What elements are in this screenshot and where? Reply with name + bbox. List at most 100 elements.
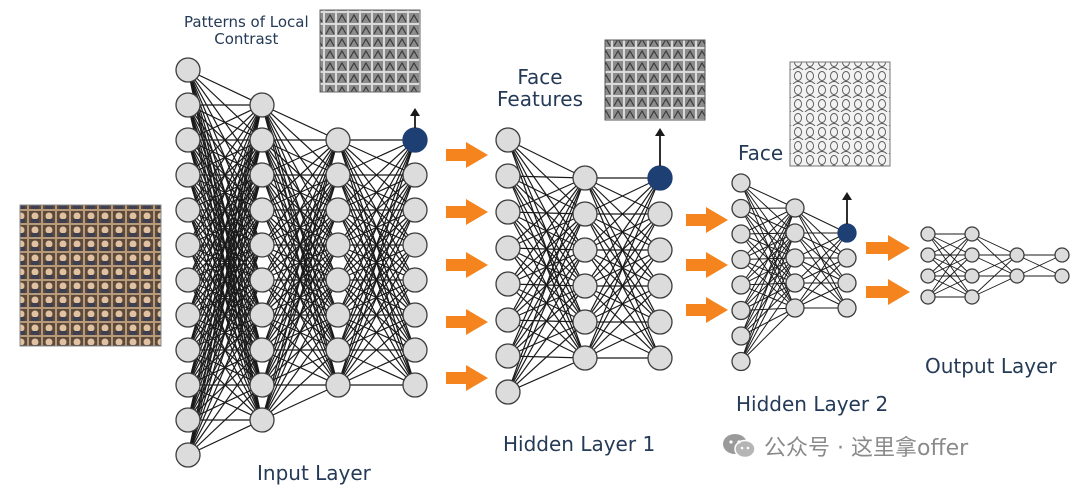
network-nodes — [175, 57, 1070, 468]
hidden2-col1-node — [731, 198, 751, 219]
input-layer-label: Input Layer — [257, 461, 371, 485]
input-layer-col1-node — [175, 407, 201, 433]
input-layer-col3-node — [325, 197, 351, 223]
input-layer-col2-node — [249, 267, 275, 293]
hidden1-col2-node — [572, 345, 598, 371]
hidden1-col3-node — [647, 237, 673, 263]
input-layer-col1-node — [175, 57, 201, 83]
hidden2-col1-node — [731, 275, 751, 295]
input-edge — [261, 139, 339, 211]
input-edge — [187, 104, 263, 281]
hidden2-edge — [794, 232, 848, 284]
arrow-right-icon — [446, 309, 488, 335]
input-layer-col1-node — [175, 92, 201, 118]
input-edge — [261, 139, 339, 176]
hidden2-col3-highlight-node — [837, 223, 857, 243]
hidden1-edge — [507, 285, 586, 393]
output-col1-node — [920, 289, 936, 305]
hidden2-col1-node — [731, 173, 751, 193]
hidden2-col1-node — [731, 351, 751, 372]
input-edge — [187, 419, 263, 456]
input-edge — [187, 104, 263, 421]
input-edge — [261, 349, 339, 421]
input-edge — [337, 139, 416, 246]
hidden2-col2-node — [785, 223, 805, 243]
hidden1-col3-node — [647, 345, 673, 371]
hidden1-col1-node — [495, 343, 521, 369]
input-layer-col3-node — [325, 162, 351, 188]
input-layer-col2-node — [249, 407, 275, 433]
hidden2-edge — [740, 207, 796, 235]
hidden1-col1-node — [495, 127, 521, 153]
hidden1-edge — [507, 139, 586, 179]
output-col3-node — [1009, 268, 1025, 284]
hidden1-edge — [584, 177, 661, 359]
input-layer-col1-node — [175, 232, 201, 258]
output-edge — [927, 233, 973, 298]
hidden1-col3-node — [647, 309, 673, 335]
output-edge — [927, 233, 973, 277]
input-layer-col1-node — [175, 267, 201, 293]
arrow-up-icon — [410, 108, 420, 116]
input-edge — [337, 139, 416, 316]
hidden1-col1-node — [495, 163, 521, 189]
input-layer-col2-node — [249, 302, 275, 328]
input-layer-col4-node — [402, 337, 428, 363]
output-col4-node — [1054, 247, 1070, 263]
hidden1-edge — [507, 321, 586, 393]
output-col2-node — [964, 268, 980, 284]
layer-arrows — [446, 142, 910, 391]
hidden1-col1-node — [495, 235, 521, 261]
hidden1-edge — [584, 213, 661, 359]
input-edge — [187, 104, 263, 176]
hidden1-edge — [507, 177, 586, 249]
input-layer-col3-node — [325, 127, 351, 153]
output-layer-label: Output Layer — [925, 354, 1057, 378]
face-label: Face — [738, 141, 784, 165]
hidden2-col2-node — [785, 198, 805, 218]
input-layer-col3-node — [325, 232, 351, 258]
input-edge — [337, 174, 416, 386]
hidden1-col2-node — [572, 273, 598, 299]
face-features-thumbnail — [604, 39, 706, 121]
face-photo-grid-icon — [19, 204, 162, 347]
hidden2-edge — [740, 257, 796, 362]
hidden1-edge — [584, 177, 661, 215]
hidden2-edge — [794, 232, 848, 309]
input-layer-col2-node — [249, 372, 275, 398]
input-edge — [261, 139, 339, 281]
input-edge — [261, 139, 339, 316]
hidden1-edge — [584, 177, 661, 323]
output-col4-node — [1054, 268, 1070, 284]
input-layer-col1-node — [175, 162, 201, 188]
hidden2-edge — [740, 182, 796, 209]
output-edge — [971, 254, 1018, 277]
input-layer-col3-node — [325, 337, 351, 363]
input-layer-col3-node — [325, 372, 351, 398]
hidden1-col3-node — [647, 273, 673, 299]
output-col1-node — [920, 268, 936, 284]
input-edge — [261, 244, 339, 421]
hidden1-edge — [584, 285, 661, 359]
hidden1-col1-node — [495, 379, 521, 405]
hidden-layer-2-label: Hidden Layer 2 — [736, 392, 889, 416]
output-edge — [927, 233, 973, 256]
input-edge — [261, 384, 339, 421]
input-edge — [187, 104, 263, 386]
hidden1-edge — [507, 249, 586, 393]
hidden2-edge — [740, 307, 796, 362]
input-layer-col2-node — [249, 197, 275, 223]
face-features-label: Face Features — [497, 65, 583, 111]
input-edge — [261, 104, 339, 141]
input-layer-col4-node — [402, 232, 428, 258]
input-edge — [187, 104, 263, 351]
input-layer-col3-node — [325, 302, 351, 328]
input-edge — [187, 174, 263, 456]
hidden2-col1-node — [731, 300, 751, 321]
hidden1-col3-highlight-node — [647, 165, 673, 191]
hidden1-col1-node — [495, 271, 521, 297]
input-edge — [261, 139, 339, 246]
input-layer-col4-node — [402, 267, 428, 293]
input-edge — [187, 384, 263, 456]
hidden1-edge — [584, 177, 661, 287]
